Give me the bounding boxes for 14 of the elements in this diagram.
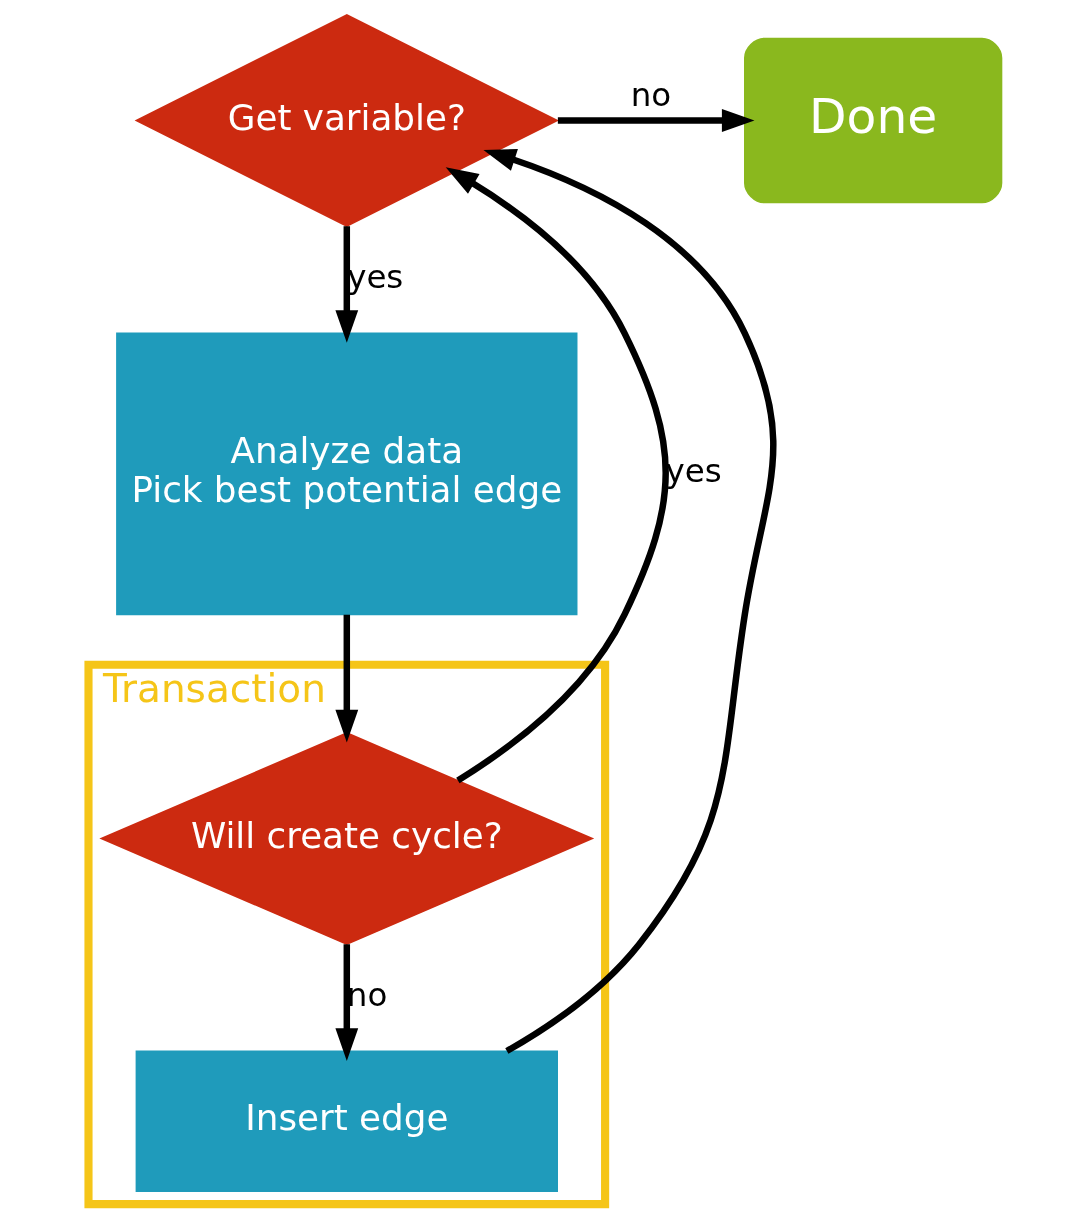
arrow — [557, 109, 754, 132]
edge-label: no — [630, 75, 671, 114]
node-box: Insert edge — [135, 1050, 558, 1192]
node-diamond: Will create cycle? — [98, 732, 594, 946]
arrow — [445, 167, 669, 784]
node-diamond: Get variable? — [134, 14, 559, 227]
arrow — [334, 944, 358, 1061]
node-box: Analyze data Pick best potential edge — [115, 332, 577, 616]
edge-label: no — [346, 975, 387, 1014]
arrow — [334, 614, 358, 743]
node-box: Done — [743, 37, 1002, 204]
edge-label: yes — [346, 257, 403, 296]
arrow — [334, 226, 358, 343]
arrow — [482, 149, 776, 1054]
